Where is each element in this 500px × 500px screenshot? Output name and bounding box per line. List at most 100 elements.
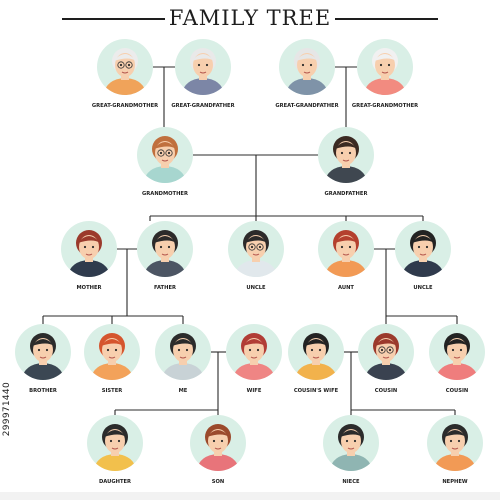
avatar-icon (161, 333, 205, 380)
member-label: DAUGHTER (99, 479, 131, 485)
eye (457, 439, 461, 443)
shirt (363, 78, 407, 95)
member-label: UNCLE (246, 285, 266, 291)
eye (388, 348, 392, 352)
member-node-brother: BROTHER (15, 324, 71, 394)
member-node-son: SON (190, 415, 246, 485)
member-label: GRANDFATHER (325, 191, 368, 197)
avatar-icon (294, 333, 338, 380)
hair-fringe (412, 236, 434, 243)
eye (45, 348, 49, 352)
eye (159, 151, 163, 155)
eye (109, 439, 113, 443)
mouth (250, 356, 258, 359)
shirt (433, 454, 477, 471)
member-label: GREAT-GRANDFATHER (171, 103, 234, 109)
shirt (161, 363, 205, 380)
shirt (234, 260, 278, 277)
shirt (93, 454, 137, 471)
member-label: NIECE (342, 479, 360, 485)
member-node-mother: MOTHER (61, 221, 117, 291)
avatar-icon (329, 424, 373, 471)
eye (37, 348, 41, 352)
stock-footer-bar (0, 492, 500, 500)
shirt (232, 363, 276, 380)
member-label: SISTER (102, 388, 122, 394)
mouth (111, 447, 119, 450)
member-label: WIFE (247, 388, 262, 394)
member-node-cousin1: COUSIN (358, 324, 414, 394)
member-label: COUSIN (446, 388, 468, 394)
mouth (39, 356, 47, 359)
glasses-icon (157, 149, 165, 157)
mouth (121, 71, 129, 74)
mouth (214, 447, 222, 450)
eye (220, 439, 224, 443)
shirt (364, 363, 408, 380)
eye (459, 348, 463, 352)
member-node-gf: GRANDFATHER (318, 127, 374, 197)
member-label: GRANDMOTHER (142, 191, 188, 197)
hair-fringe (245, 236, 267, 243)
eye (256, 348, 260, 352)
member-label: SON (212, 479, 225, 485)
avatar-icon (67, 230, 111, 277)
eye (340, 151, 344, 155)
shirt (143, 166, 187, 183)
avatar-icon (232, 333, 276, 380)
member-node-ggm2: GREAT-GRANDMOTHER (352, 39, 418, 109)
avatar-icon (143, 136, 187, 183)
eye (159, 245, 163, 249)
shirt (324, 260, 368, 277)
avatar-icon (143, 230, 187, 277)
shirt (435, 363, 479, 380)
shirt (103, 78, 147, 95)
eye (353, 439, 357, 443)
member-label: UNCLE (413, 285, 433, 291)
mouth (381, 71, 389, 74)
mouth (312, 356, 320, 359)
eye (348, 245, 352, 249)
mouth (252, 253, 260, 256)
shirt (294, 363, 338, 380)
shirt (285, 78, 329, 95)
member-label: MOTHER (77, 285, 102, 291)
member-label: FATHER (154, 285, 176, 291)
hair-fringe (243, 339, 265, 346)
hair-fringe (446, 339, 468, 346)
hair-fringe (192, 54, 214, 61)
hair-fringe (172, 339, 194, 346)
member-node-ggf1: GREAT-GRANDFATHER (171, 39, 235, 109)
member-label: GREAT-GRANDFATHER (275, 103, 338, 109)
mouth (451, 447, 459, 450)
glasses-icon (248, 243, 256, 251)
hair-fringe (296, 54, 318, 61)
eye (379, 63, 383, 67)
shirt (143, 260, 187, 277)
glasses-icon (117, 61, 125, 69)
hair-fringe (335, 236, 357, 243)
hair-fringe (335, 142, 357, 149)
member-label: GREAT-GRANDMOTHER (352, 103, 418, 109)
avatar-icon (363, 48, 407, 95)
eye (345, 439, 349, 443)
eye (380, 348, 384, 352)
member-node-nephew: NEPHEW (427, 415, 483, 485)
avatar-icon (435, 333, 479, 380)
member-label: ME (179, 388, 188, 394)
eye (250, 245, 254, 249)
member-label: GREAT-GRANDMOTHER (92, 103, 158, 109)
hair-fringe (154, 142, 176, 149)
avatar-icon (93, 424, 137, 471)
mouth (179, 356, 187, 359)
eye (177, 348, 181, 352)
member-node-niece: NIECE (323, 415, 379, 485)
shirt (21, 363, 65, 380)
member-node-aunt: AUNT (318, 221, 374, 291)
hair-fringe (114, 54, 136, 61)
avatar-icon (103, 48, 147, 95)
title-rule-right (335, 18, 438, 20)
member-node-uncle1: UNCLE (228, 221, 284, 291)
hair-fringe (305, 339, 327, 346)
